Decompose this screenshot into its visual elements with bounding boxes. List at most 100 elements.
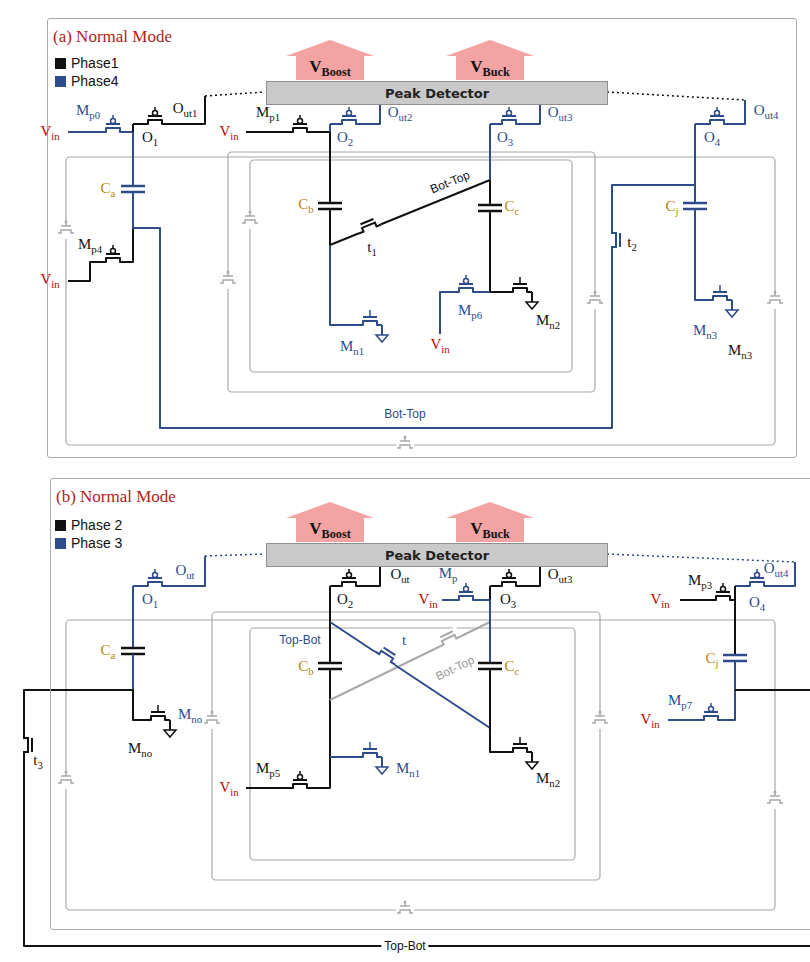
- label-main: O: [764, 560, 775, 576]
- label-main: M: [688, 572, 701, 588]
- icon-ground: [219, 271, 237, 289]
- circuit-label: Mn2: [536, 771, 560, 788]
- circuit-label: Mno: [178, 707, 202, 724]
- wire: [716, 107, 718, 111]
- wire: [519, 277, 521, 284]
- label-subscript: Boost: [322, 527, 351, 541]
- label-main: M: [396, 760, 409, 776]
- idle-switch-icon: [396, 901, 414, 920]
- circuit-label: t1: [367, 240, 377, 257]
- circuit-label: Mp: [439, 566, 458, 583]
- circuit-label: O1: [142, 592, 158, 609]
- legend-text: Phase4: [71, 73, 118, 89]
- idle-switch-icon: [766, 791, 784, 810]
- circuit-label: Cb: [298, 659, 313, 676]
- wire: [490, 123, 497, 125]
- label-main: O: [142, 591, 153, 607]
- ground-symbol: [376, 335, 388, 342]
- switch-symbol: [434, 626, 461, 648]
- wire: [711, 596, 735, 600]
- label-main: M: [728, 342, 741, 358]
- legend-swatch: [55, 538, 66, 549]
- label-subscript: no: [141, 747, 152, 759]
- label-subscript: b: [308, 203, 313, 215]
- wire: [121, 647, 145, 650]
- wire: [329, 209, 331, 245]
- circuit-label: Cj: [705, 651, 718, 668]
- wire: [329, 586, 331, 663]
- label-main: V: [650, 591, 661, 607]
- legend-text: Phase 2: [71, 517, 122, 533]
- label-main: O: [175, 562, 186, 578]
- gate-bubble: [347, 111, 352, 116]
- legend-swatch: [55, 520, 66, 531]
- wire: [132, 132, 134, 186]
- label-subscript: n2: [549, 319, 560, 331]
- label-subscript: 2: [348, 598, 353, 610]
- wire: [24, 757, 810, 946]
- label-main: M: [536, 312, 549, 328]
- wire: [143, 582, 167, 586]
- gate-bubble: [507, 111, 512, 116]
- label-main: V: [430, 336, 441, 352]
- wire: [133, 192, 612, 428]
- mode-panel: Peak Detector(b) Normal Mode: [50, 478, 810, 930]
- ground-symbol: [376, 767, 388, 774]
- label-main: C: [101, 180, 111, 196]
- circuit-label: t3: [33, 753, 43, 770]
- label-main: t: [367, 239, 371, 255]
- circuit-label: Vin: [40, 124, 59, 141]
- wire: [24, 690, 133, 733]
- icon-ground: [766, 291, 784, 309]
- circuit-label: Ca: [101, 181, 116, 198]
- label-main: t: [33, 752, 37, 768]
- circuit-label: Top-Bot: [279, 634, 320, 646]
- circuit-label: O3: [497, 130, 513, 147]
- wire: [133, 585, 143, 587]
- switch-ground: [610, 228, 623, 252]
- icon-body: [242, 212, 258, 223]
- label-main: C: [298, 196, 308, 212]
- circuit-label: Out4: [764, 561, 789, 578]
- label-subscript: p3: [701, 579, 712, 591]
- icon-ground: [396, 901, 414, 919]
- legend-text: Phase1: [71, 55, 118, 71]
- circuit-label: Mp0: [76, 103, 100, 120]
- circuit-label: Mp5: [256, 761, 280, 778]
- wire: [607, 92, 745, 100]
- label-subscript: 1: [153, 598, 158, 610]
- wire: [729, 100, 745, 124]
- circuit-label: Mno: [128, 741, 152, 758]
- legend-entry: Phase 3: [55, 535, 122, 551]
- label-subscript: p: [452, 572, 457, 584]
- label-main: V: [219, 123, 230, 139]
- label-subscript: c: [515, 205, 520, 217]
- circuit-label: Out4: [754, 103, 779, 120]
- label-subscript: ut4: [765, 109, 779, 121]
- ground-symbol: [526, 762, 538, 769]
- gate-bubble: [111, 119, 116, 124]
- wire: [734, 586, 736, 655]
- label-main: O: [390, 566, 401, 582]
- label-main: M: [439, 565, 452, 581]
- panel-title: (b) Normal Mode: [56, 487, 176, 507]
- label-main: M: [256, 104, 269, 120]
- wire: [705, 120, 729, 124]
- wire: [361, 566, 380, 586]
- icon-ground: [57, 771, 75, 789]
- label-main: V: [219, 779, 230, 795]
- switch-ground: [374, 642, 401, 666]
- wire: [312, 669, 330, 788]
- circuit-label: Cc: [505, 199, 520, 216]
- wire: [318, 202, 342, 205]
- wire: [442, 599, 454, 601]
- label-subscript: 4: [715, 136, 720, 148]
- wire: [133, 690, 146, 720]
- legend-swatch: [55, 76, 66, 87]
- label-main: V: [40, 123, 51, 139]
- circuit-label: Mp7: [668, 693, 692, 710]
- wire: [157, 705, 159, 712]
- circuit-label: Bot-Top: [434, 654, 476, 683]
- label-main: O: [388, 104, 399, 120]
- wire: [299, 771, 301, 775]
